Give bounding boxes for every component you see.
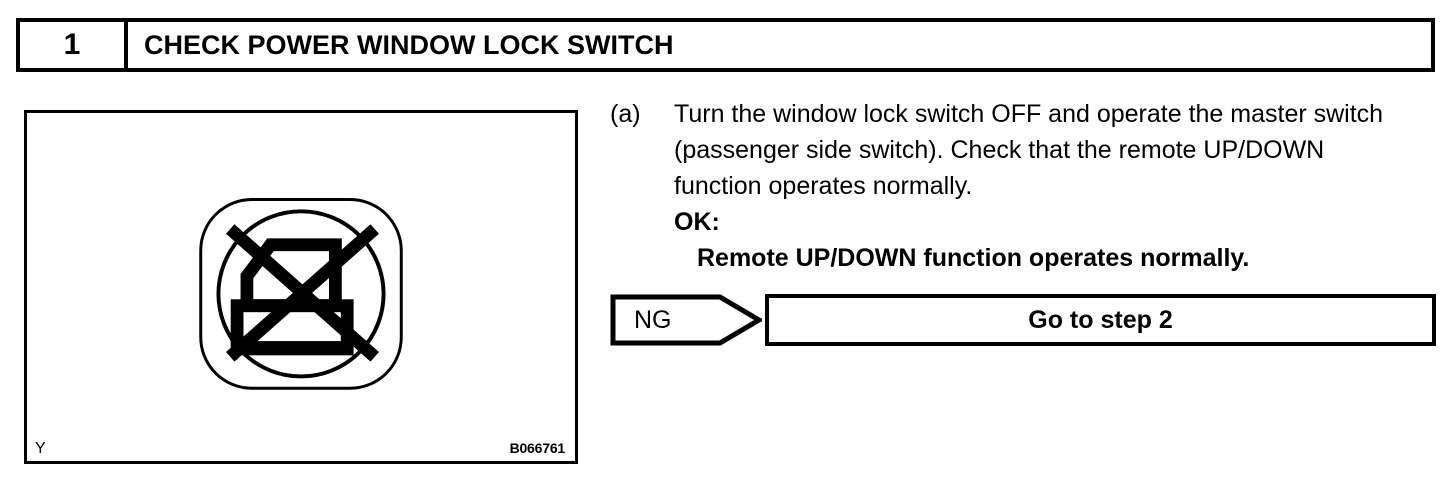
figure-label: Y [35, 440, 46, 457]
ok-label: OK: [674, 208, 720, 236]
result-branch-row: NG Go to step 2 [610, 294, 1436, 348]
step-number: 1 [63, 28, 81, 61]
illustration-panel: Y B066761 [24, 110, 578, 464]
ng-label: NG [634, 306, 672, 334]
ng-arrow-shape [610, 294, 762, 346]
instruction-block: (a) Turn the window lock switch OFF and … [610, 96, 1440, 276]
ok-result-text: Remote UP/DOWN function operates normall… [697, 244, 1250, 272]
step-header-bar: 1 CHECK POWER WINDOW LOCK SWITCH [16, 18, 1435, 72]
step-title-cell: CHECK POWER WINDOW LOCK SWITCH [128, 22, 1431, 68]
window-lock-off-symbol-icon [199, 198, 403, 390]
goto-step-box[interactable]: Go to step 2 [765, 294, 1436, 346]
step-title: CHECK POWER WINDOW LOCK SWITCH [144, 29, 674, 60]
step-number-cell: 1 [20, 22, 128, 68]
instruction-item: (a) Turn the window lock switch OFF and … [610, 96, 1440, 204]
figure-id: B066761 [509, 440, 566, 456]
goto-step-label: Go to step 2 [1028, 305, 1173, 334]
instruction-text: Turn the window lock switch OFF and oper… [674, 100, 1384, 200]
instruction-marker: (a) [610, 100, 641, 128]
